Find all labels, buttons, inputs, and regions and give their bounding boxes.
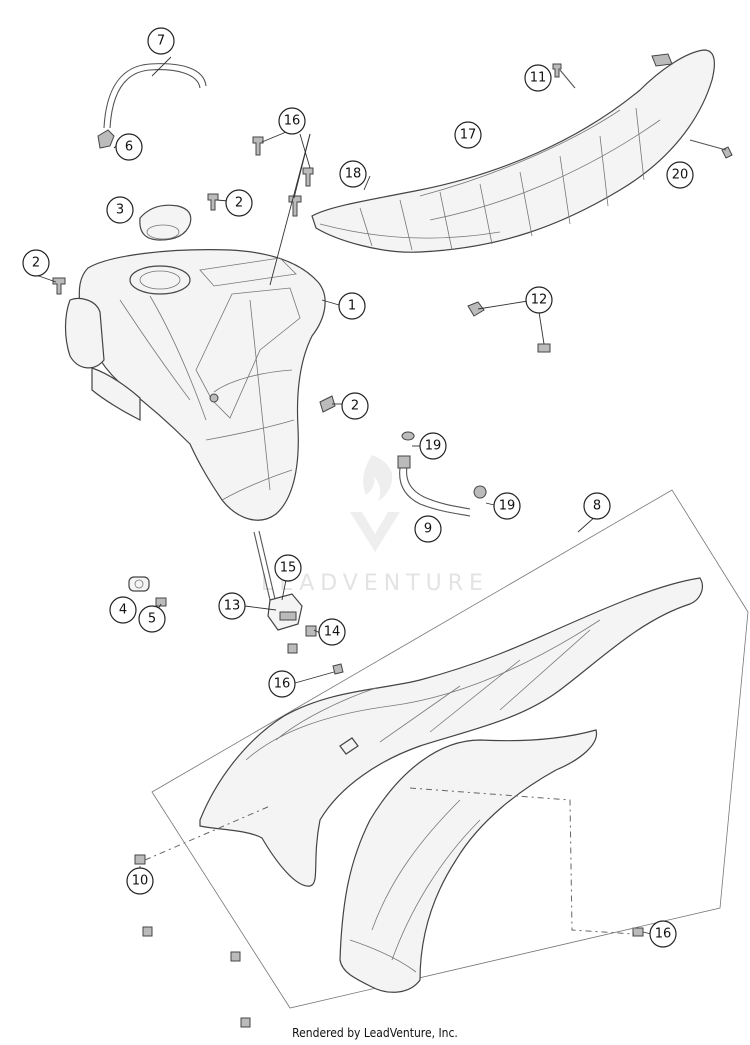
callout-16: 16 [278, 107, 306, 135]
svg-text:9: 9 [424, 522, 432, 537]
callout-14: 14 [318, 618, 346, 646]
svg-text:14: 14 [324, 625, 341, 640]
seat-brackets [467, 301, 551, 353]
filler-cap [139, 204, 192, 241]
svg-text:16: 16 [284, 114, 301, 129]
callout-10: 10 [126, 867, 154, 895]
svg-text:11: 11 [530, 71, 547, 86]
svg-text:19: 19 [425, 439, 442, 454]
callout-19: 19 [419, 432, 447, 460]
fuel-tank [64, 249, 326, 521]
svg-text:13: 13 [224, 599, 241, 614]
callout-6: 6 [115, 133, 143, 161]
callout-8: 8 [583, 492, 611, 520]
callout-16: 16 [268, 670, 296, 698]
callout-3: 3 [106, 196, 134, 224]
callout-13: 13 [218, 592, 246, 620]
callout-11: 11 [524, 64, 552, 92]
svg-text:1: 1 [348, 299, 356, 314]
svg-text:4: 4 [119, 603, 127, 618]
callout-4: 4 [109, 596, 137, 624]
svg-text:18: 18 [345, 167, 362, 182]
callout-12: 12 [525, 286, 553, 314]
callout-17: 17 [454, 121, 482, 149]
callout-2: 2 [22, 249, 50, 277]
fuel-tap [253, 530, 303, 631]
radiator-shroud [199, 577, 703, 887]
seat [311, 49, 727, 253]
callout-15: 15 [274, 554, 302, 582]
callout-20: 20 [666, 161, 694, 189]
svg-text:6: 6 [125, 140, 133, 155]
svg-text:17: 17 [460, 128, 477, 143]
callout-19: 19 [493, 492, 521, 520]
side-panel [339, 729, 598, 993]
svg-text:19: 19 [499, 499, 516, 514]
callout-9: 9 [414, 515, 442, 543]
svg-text:16: 16 [655, 927, 672, 942]
mounting-line [144, 787, 635, 935]
svg-text:12: 12 [531, 293, 548, 308]
callout-18: 18 [339, 160, 367, 188]
callout-5: 5 [138, 605, 166, 633]
svg-text:7: 7 [157, 34, 165, 49]
callout-1: 1 [338, 292, 366, 320]
svg-text:20: 20 [672, 168, 689, 183]
callout-2: 2 [225, 189, 253, 217]
svg-text:16: 16 [274, 677, 291, 692]
vent-hose [397, 431, 487, 517]
svg-text:10: 10 [132, 874, 149, 889]
footer-credit: Rendered by LeadVenture, Inc. [292, 1026, 458, 1040]
svg-text:15: 15 [280, 561, 297, 576]
callouts: 7 6 16 11 17 18 20 3 2 2 1 12 2 19 19 9 … [22, 27, 694, 948]
breather-hose [97, 63, 207, 149]
side-panel-frame [151, 489, 749, 1009]
svg-text:2: 2 [235, 196, 243, 211]
callout-16: 16 [649, 920, 677, 948]
svg-text:8: 8 [593, 499, 601, 514]
callout-7: 7 [147, 27, 175, 55]
svg-text:2: 2 [32, 256, 40, 271]
callout-2: 2 [341, 392, 369, 420]
svg-text:5: 5 [148, 612, 156, 627]
svg-text:3: 3 [116, 203, 124, 218]
grommet [128, 576, 150, 592]
svg-text:2: 2 [351, 399, 359, 414]
